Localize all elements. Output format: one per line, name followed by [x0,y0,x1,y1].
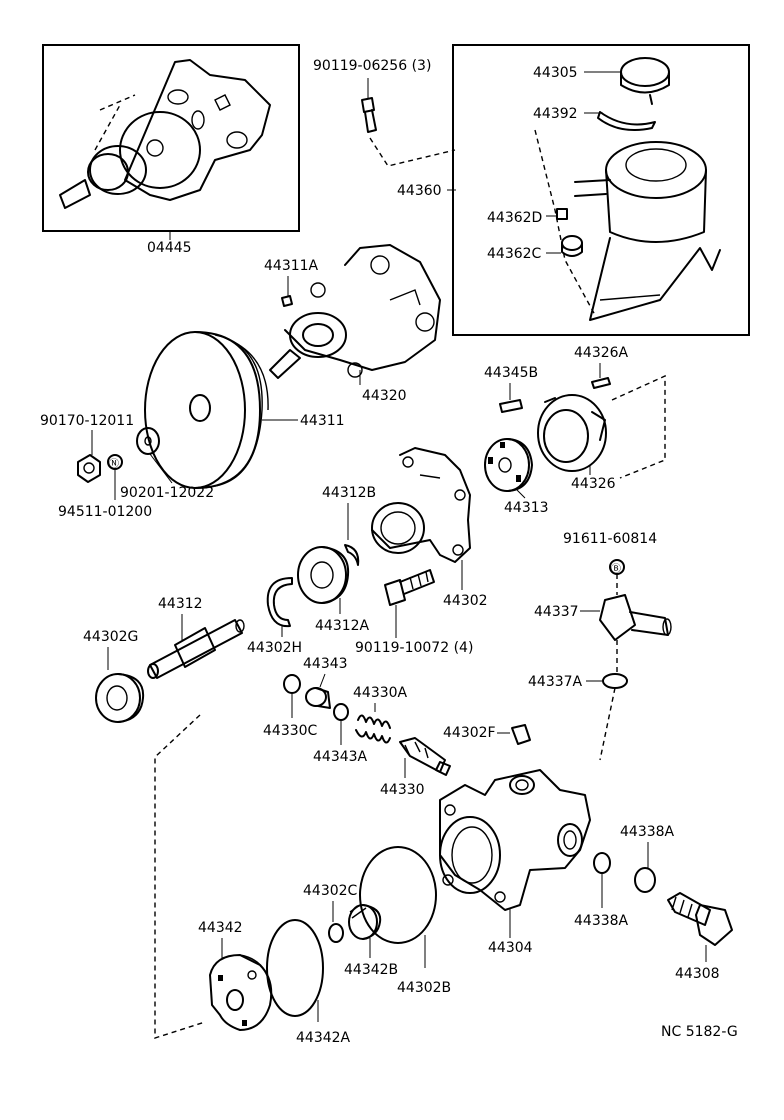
label-44312b: 44312B [322,485,376,501]
label-44302g: 44302G [83,629,138,645]
ring-44342b-drawing [348,904,382,940]
shaft-44312-drawing [147,619,245,679]
label-44302: 44302 [443,593,488,609]
gasket-44342a-drawing [266,919,324,1017]
label-44302f: 44302F [443,725,496,741]
part-44362d-drawing [556,208,568,220]
valve-44330-drawing [399,737,451,776]
side-plate-44342-drawing [209,954,273,1031]
rear-housing-44304-drawing [439,769,591,911]
label-90119-10072: 90119-10072 (4) [355,640,473,656]
plug-44343-drawing [305,687,331,709]
label-44320: 44320 [362,388,407,404]
label-44312a: 44312A [315,618,370,634]
label-44343: 44343 [303,656,348,672]
label-44342b: 44342B [344,962,398,978]
label-44330c: 44330C [263,723,318,739]
oring-44343a-drawing [333,703,349,721]
oring-44302c-drawing [328,923,344,943]
pulley-44311-drawing [144,331,269,489]
washer-94511-drawing: Ⓝ [107,454,123,470]
label-44305: 44305 [533,65,578,81]
plate-44345b-drawing [499,399,523,413]
cam-ring-44326-drawing [537,394,607,472]
label-44343a: 44343A [313,749,368,765]
reservoir-dashed-leader [534,129,596,316]
bolt-90119-06256-drawing [361,97,377,133]
part-44362c-drawing [561,235,583,257]
label-44304: 44304 [488,940,533,956]
oring-44302b-drawing [359,846,437,944]
label-44326: 44326 [571,476,616,492]
reservoir-gasket-drawing [597,111,656,131]
label-44338a-bottom: 44338A [574,913,629,929]
catalog-code: NC 5182-G [661,1024,738,1040]
label-44308: 44308 [675,966,720,982]
label-44342a: 44342A [296,1030,351,1046]
plug-44302f-drawing [511,724,531,745]
label-44392: 44392 [533,106,578,122]
label-44337: 44337 [534,604,579,620]
front-housing-44302-drawing [371,447,471,563]
snap-ring-44302h-drawing [266,577,293,628]
label-44342: 44342 [198,920,243,936]
pump-assembly-drawing [269,244,441,379]
label-44313: 44313 [504,500,549,516]
spring-44330a-drawing [355,714,391,744]
label-44330a: 44330A [353,685,408,701]
shaft-dashed-leader [154,714,206,1039]
rotor-44313-drawing [484,438,533,492]
oring-44338a-drawing-2 [634,867,656,893]
label-90119-06256: 90119-06256 (3) [313,58,431,74]
label-44311a: 44311A [264,258,319,274]
ring-dashed-leader [611,374,666,479]
label-44311: 44311 [300,413,345,429]
washer-91611-drawing: Ⓑ [609,559,625,575]
label-44312: 44312 [158,596,203,612]
label-44360: 44360 [397,183,442,199]
vane-44326a-drawing [591,377,611,389]
oring-44338a-drawing-1 [593,852,611,874]
label-44302b: 44302B [397,980,451,996]
label-44330: 44330 [380,782,425,798]
oring-44330c-drawing [283,674,301,694]
washer-90201-drawing [136,427,160,455]
label-90201-12022: 90201-12022 [120,485,214,501]
svg-text:Ⓑ: Ⓑ [611,563,621,575]
gasket-kit-drawing [59,59,271,209]
label-44302h: 44302H [247,640,302,656]
reservoir-cap-drawing [620,57,670,105]
label-94511-01200: 94511-01200 [58,504,152,520]
label-44345b: 44345B [484,365,538,381]
key-44311a-drawing [281,295,293,307]
oring-44337a-drawing [602,673,628,689]
reservoir-tank-drawing [574,141,721,321]
union-44337-drawing [599,594,672,641]
snap-ring-44312b-drawing [344,544,360,566]
svg-text:Ⓝ: Ⓝ [109,458,119,470]
plug-44308-drawing [667,892,733,946]
label-44302c: 44302C [303,883,358,899]
bolt-90119-10072-drawing [384,569,435,606]
label-44362d: 44362D [487,210,542,226]
bolt-dashed-leader [369,137,456,167]
seal-44302g-drawing [95,673,145,723]
label-91611-60814: 91611-60814 [563,531,657,547]
label-44338a-top: 44338A [620,824,675,840]
nut-90170-drawing [77,454,101,483]
bearing-44312a-drawing [297,546,350,604]
label-44326a: 44326A [574,345,629,361]
label-44337a: 44337A [528,674,583,690]
label-04445: 04445 [147,240,192,256]
kit-box-frame [42,44,300,232]
label-90170-12011: 90170-12011 [40,413,134,429]
label-44362c: 44362C [487,246,542,262]
